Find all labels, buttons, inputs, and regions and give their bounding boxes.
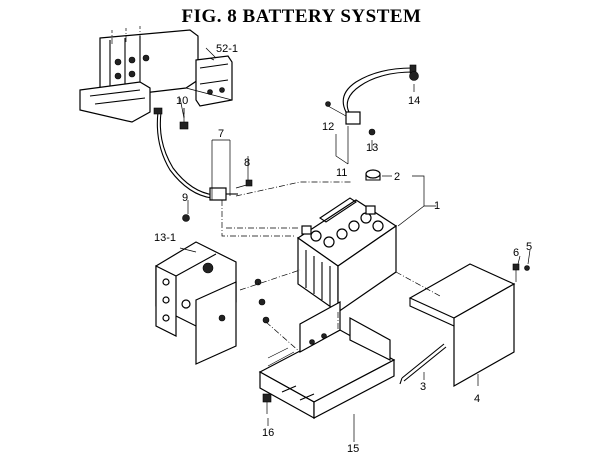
- callout-1: 1: [434, 200, 440, 212]
- mounting-bracket-52-1: [185, 55, 233, 107]
- bolt-6: [512, 263, 520, 282]
- nut-13: [368, 128, 376, 136]
- screw-12: [325, 101, 347, 117]
- callout-7: 7: [218, 128, 224, 140]
- battery-cover-4: [408, 263, 516, 388]
- positive-cable-11: [342, 64, 417, 125]
- callout-12: 12: [322, 121, 334, 133]
- callout-9: 9: [182, 192, 188, 204]
- callout-11: 11: [336, 167, 347, 179]
- leader-lines: [179, 47, 531, 442]
- callout-13-1: 13-1: [154, 232, 176, 244]
- battery-1: [296, 197, 398, 314]
- callout-15: 15: [347, 443, 359, 455]
- battery-tray-15: [258, 300, 396, 420]
- callout-2: 2: [394, 171, 400, 183]
- terminal-cap-2: [365, 169, 381, 181]
- callout-14: 14: [408, 95, 420, 107]
- callout-3: 3: [420, 381, 426, 393]
- callout-13: 13: [366, 142, 378, 154]
- figure-title: FIG. 8 BATTERY SYSTEM: [181, 6, 422, 27]
- bolt-8: [235, 179, 253, 189]
- callout-5: 5: [526, 241, 532, 253]
- nut-9: [182, 214, 190, 222]
- callout-4: 4: [474, 393, 480, 405]
- callout-16: 16: [262, 427, 274, 439]
- battery-bracket-13-1: [155, 241, 270, 365]
- negative-cable-7: [153, 107, 238, 201]
- nut-14: [409, 71, 419, 81]
- assembly-centerlines: [183, 108, 441, 353]
- holder-rod-3: [399, 343, 447, 385]
- callout-52-1: 52-1: [216, 43, 238, 55]
- callout-10: 10: [176, 95, 188, 107]
- callout-labels: 52-1 10 14 7 8 9 12 13 11 2 1 13-1 6 5 3…: [154, 43, 532, 455]
- callout-6: 6: [513, 247, 519, 259]
- washer-5: [524, 265, 530, 271]
- bolt-16: [262, 393, 272, 414]
- callout-8: 8: [244, 157, 250, 169]
- frame-bracket-assembly: [79, 26, 199, 123]
